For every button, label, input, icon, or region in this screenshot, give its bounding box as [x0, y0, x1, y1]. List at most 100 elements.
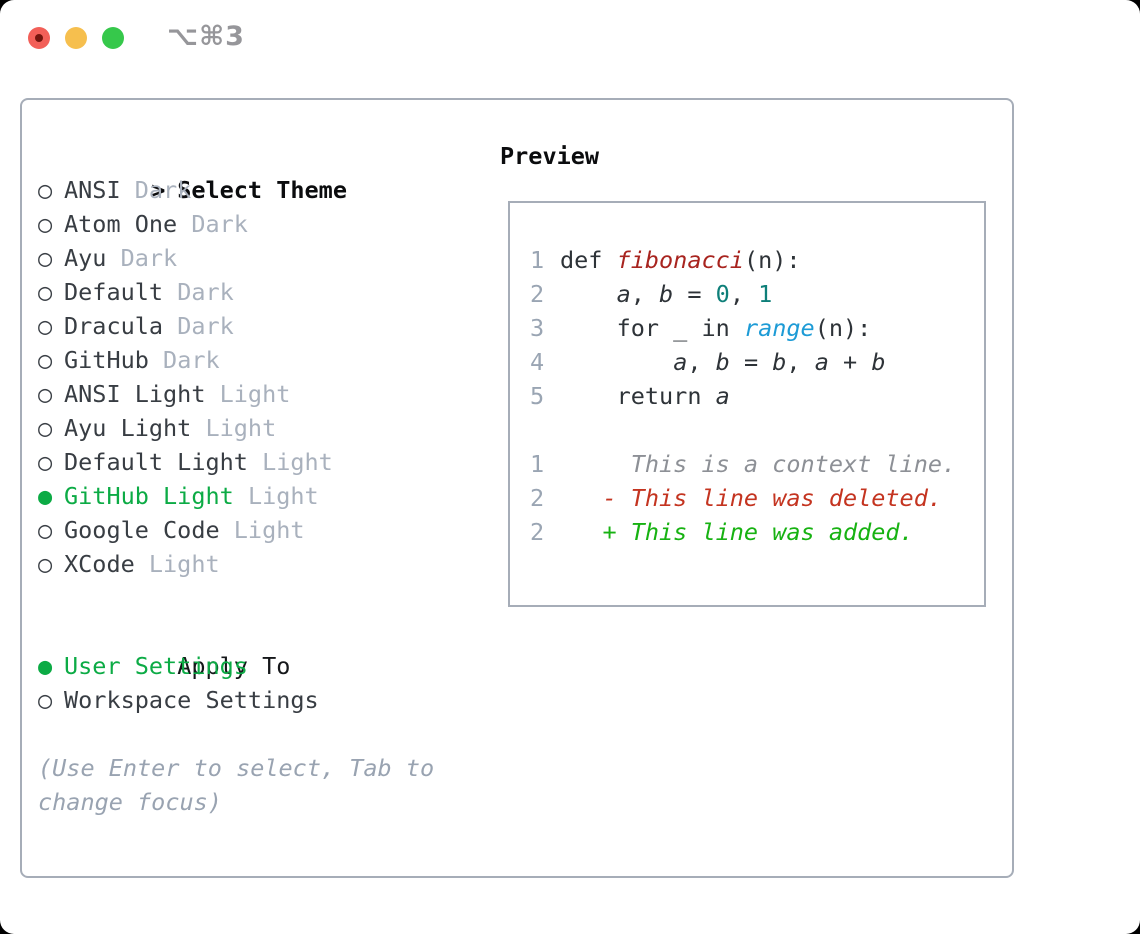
- theme-tag: Light: [219, 380, 291, 408]
- close-dot-icon: [35, 34, 43, 42]
- theme-name: Atom One: [64, 210, 192, 238]
- code-token: b: [871, 348, 886, 376]
- minimize-button[interactable]: [65, 27, 87, 49]
- radio-icon: ○: [38, 414, 53, 442]
- radio-icon: ●: [38, 482, 53, 510]
- code-token: b: [772, 348, 787, 376]
- spacer: [38, 717, 458, 751]
- theme-option-atom-one[interactable]: ○ Atom One Dark: [38, 207, 458, 241]
- theme-tag: Light: [247, 482, 319, 510]
- code-line: [530, 413, 984, 447]
- apply-to-title: Apply To: [177, 652, 291, 680]
- close-button[interactable]: [28, 27, 50, 49]
- theme-tag: Dark: [163, 346, 220, 374]
- window-titlebar: ⌥⌘3: [0, 0, 1140, 76]
- code-token: range: [743, 314, 815, 342]
- maximize-button[interactable]: [102, 27, 124, 49]
- theme-tag: Dark: [177, 312, 234, 340]
- traffic-lights: [28, 27, 124, 49]
- code-token: fibonacci: [616, 246, 744, 274]
- code-token: ,: [729, 280, 759, 308]
- radio-icon: ○: [38, 210, 53, 238]
- apply-option-workspace-settings[interactable]: ○Workspace Settings: [38, 683, 458, 717]
- code-token: b: [659, 280, 674, 308]
- hint-text: (Use Enter to select, Tab to change focu…: [38, 754, 435, 816]
- theme-tag: Dark: [120, 244, 178, 272]
- line-number: 4: [530, 348, 545, 376]
- radio-icon: ○: [38, 380, 53, 408]
- code-token: ,: [687, 348, 716, 376]
- radio-icon: ●: [38, 652, 53, 680]
- code-token: [560, 280, 617, 308]
- theme-selector-column: >Select Theme ○ANSI Dark○Atom One Dark○A…: [38, 139, 458, 819]
- radio-icon: ○: [38, 312, 53, 340]
- code-token: a: [673, 348, 688, 376]
- preview-header: Preview: [500, 142, 600, 170]
- apply-option-label: User Settings: [64, 652, 248, 680]
- theme-name: Default: [64, 278, 178, 306]
- theme-tag: Light: [233, 516, 305, 544]
- radio-icon: ○: [38, 550, 53, 578]
- radio-icon: ○: [38, 516, 53, 544]
- code-token: for _ in: [560, 314, 744, 342]
- line-number: 2: [530, 280, 545, 308]
- theme-option-ayu-light[interactable]: ○ Ayu Light Light: [38, 411, 458, 445]
- radio-icon: ○: [38, 244, 53, 272]
- code-token: a: [715, 382, 730, 410]
- line-number: 1: [530, 450, 545, 478]
- theme-name: Ayu: [64, 244, 121, 272]
- code-token: return: [560, 382, 716, 410]
- code-token: This is a context line.: [560, 450, 957, 478]
- theme-name: GitHub Light: [64, 482, 248, 510]
- theme-name: ANSI: [64, 176, 135, 204]
- code-line: 2 - This line was deleted.: [530, 481, 984, 515]
- code-line: 3 for _ in range(n):: [530, 311, 984, 345]
- line-number: 2: [530, 484, 545, 512]
- theme-option-ayu[interactable]: ○ Ayu Dark: [38, 241, 458, 275]
- theme-tag: Dark: [134, 176, 192, 204]
- code-token: def: [560, 246, 617, 274]
- apply-option-user-settings[interactable]: ● User Settings: [38, 649, 458, 683]
- theme-option-default[interactable]: ○ Default Dark: [38, 275, 458, 309]
- theme-name: GitHub: [64, 346, 164, 374]
- theme-option-xcode[interactable]: ○XCode Light: [38, 547, 458, 581]
- radio-icon: ○: [38, 278, 53, 306]
- theme-option-github-light[interactable]: ● GitHub Light Light: [38, 479, 458, 513]
- theme-tag: Light: [148, 550, 220, 578]
- code-token: (n):: [814, 314, 872, 342]
- theme-tag: Dark: [177, 278, 234, 306]
- line-number: 5: [530, 382, 545, 410]
- code-token: 1: [758, 280, 773, 308]
- theme-option-dracula[interactable]: ○ Dracula Dark: [38, 309, 458, 343]
- theme-option-ansi[interactable]: ○ANSI Dark: [38, 173, 458, 207]
- theme-name: ANSI Light: [64, 380, 220, 408]
- code-token: ,: [630, 280, 660, 308]
- apply-to-list: ● User Settings ○Workspace Settings: [38, 649, 458, 717]
- theme-option-default-light[interactable]: ○Default Light Light: [38, 445, 458, 479]
- theme-name: Ayu Light: [64, 414, 206, 442]
- theme-option-github[interactable]: ○ GitHub Dark: [38, 343, 458, 377]
- code-token: a: [616, 280, 631, 308]
- window-title: ⌥⌘3: [167, 21, 245, 52]
- theme-option-ansi-light[interactable]: ○ ANSI Light Light: [38, 377, 458, 411]
- theme-option-google-code[interactable]: ○ Google Code Light: [38, 513, 458, 547]
- code-line: 1 This is a context line.: [530, 447, 984, 481]
- code-line: 1 def fibonacci(n):: [530, 243, 984, 277]
- theme-list: ○ANSI Dark○Atom One Dark○Ayu Dark○Defaul…: [38, 173, 458, 581]
- code-token: a: [814, 348, 829, 376]
- code-line: 2 + This line was added.: [530, 515, 984, 549]
- code-token: (n):: [743, 246, 801, 274]
- theme-tag: Dark: [191, 210, 248, 238]
- apply-option-label: Workspace Settings: [64, 686, 319, 714]
- code-token: - This line was deleted.: [560, 484, 943, 512]
- radio-icon: ○: [38, 448, 53, 476]
- theme-name: Dracula: [64, 312, 178, 340]
- code-token: + This line was added.: [560, 518, 914, 546]
- radio-icon: ○: [38, 346, 53, 374]
- theme-tag: Light: [205, 414, 277, 442]
- theme-name: Google Code: [64, 516, 234, 544]
- code-token: 0: [715, 280, 730, 308]
- line-number: 1: [530, 246, 545, 274]
